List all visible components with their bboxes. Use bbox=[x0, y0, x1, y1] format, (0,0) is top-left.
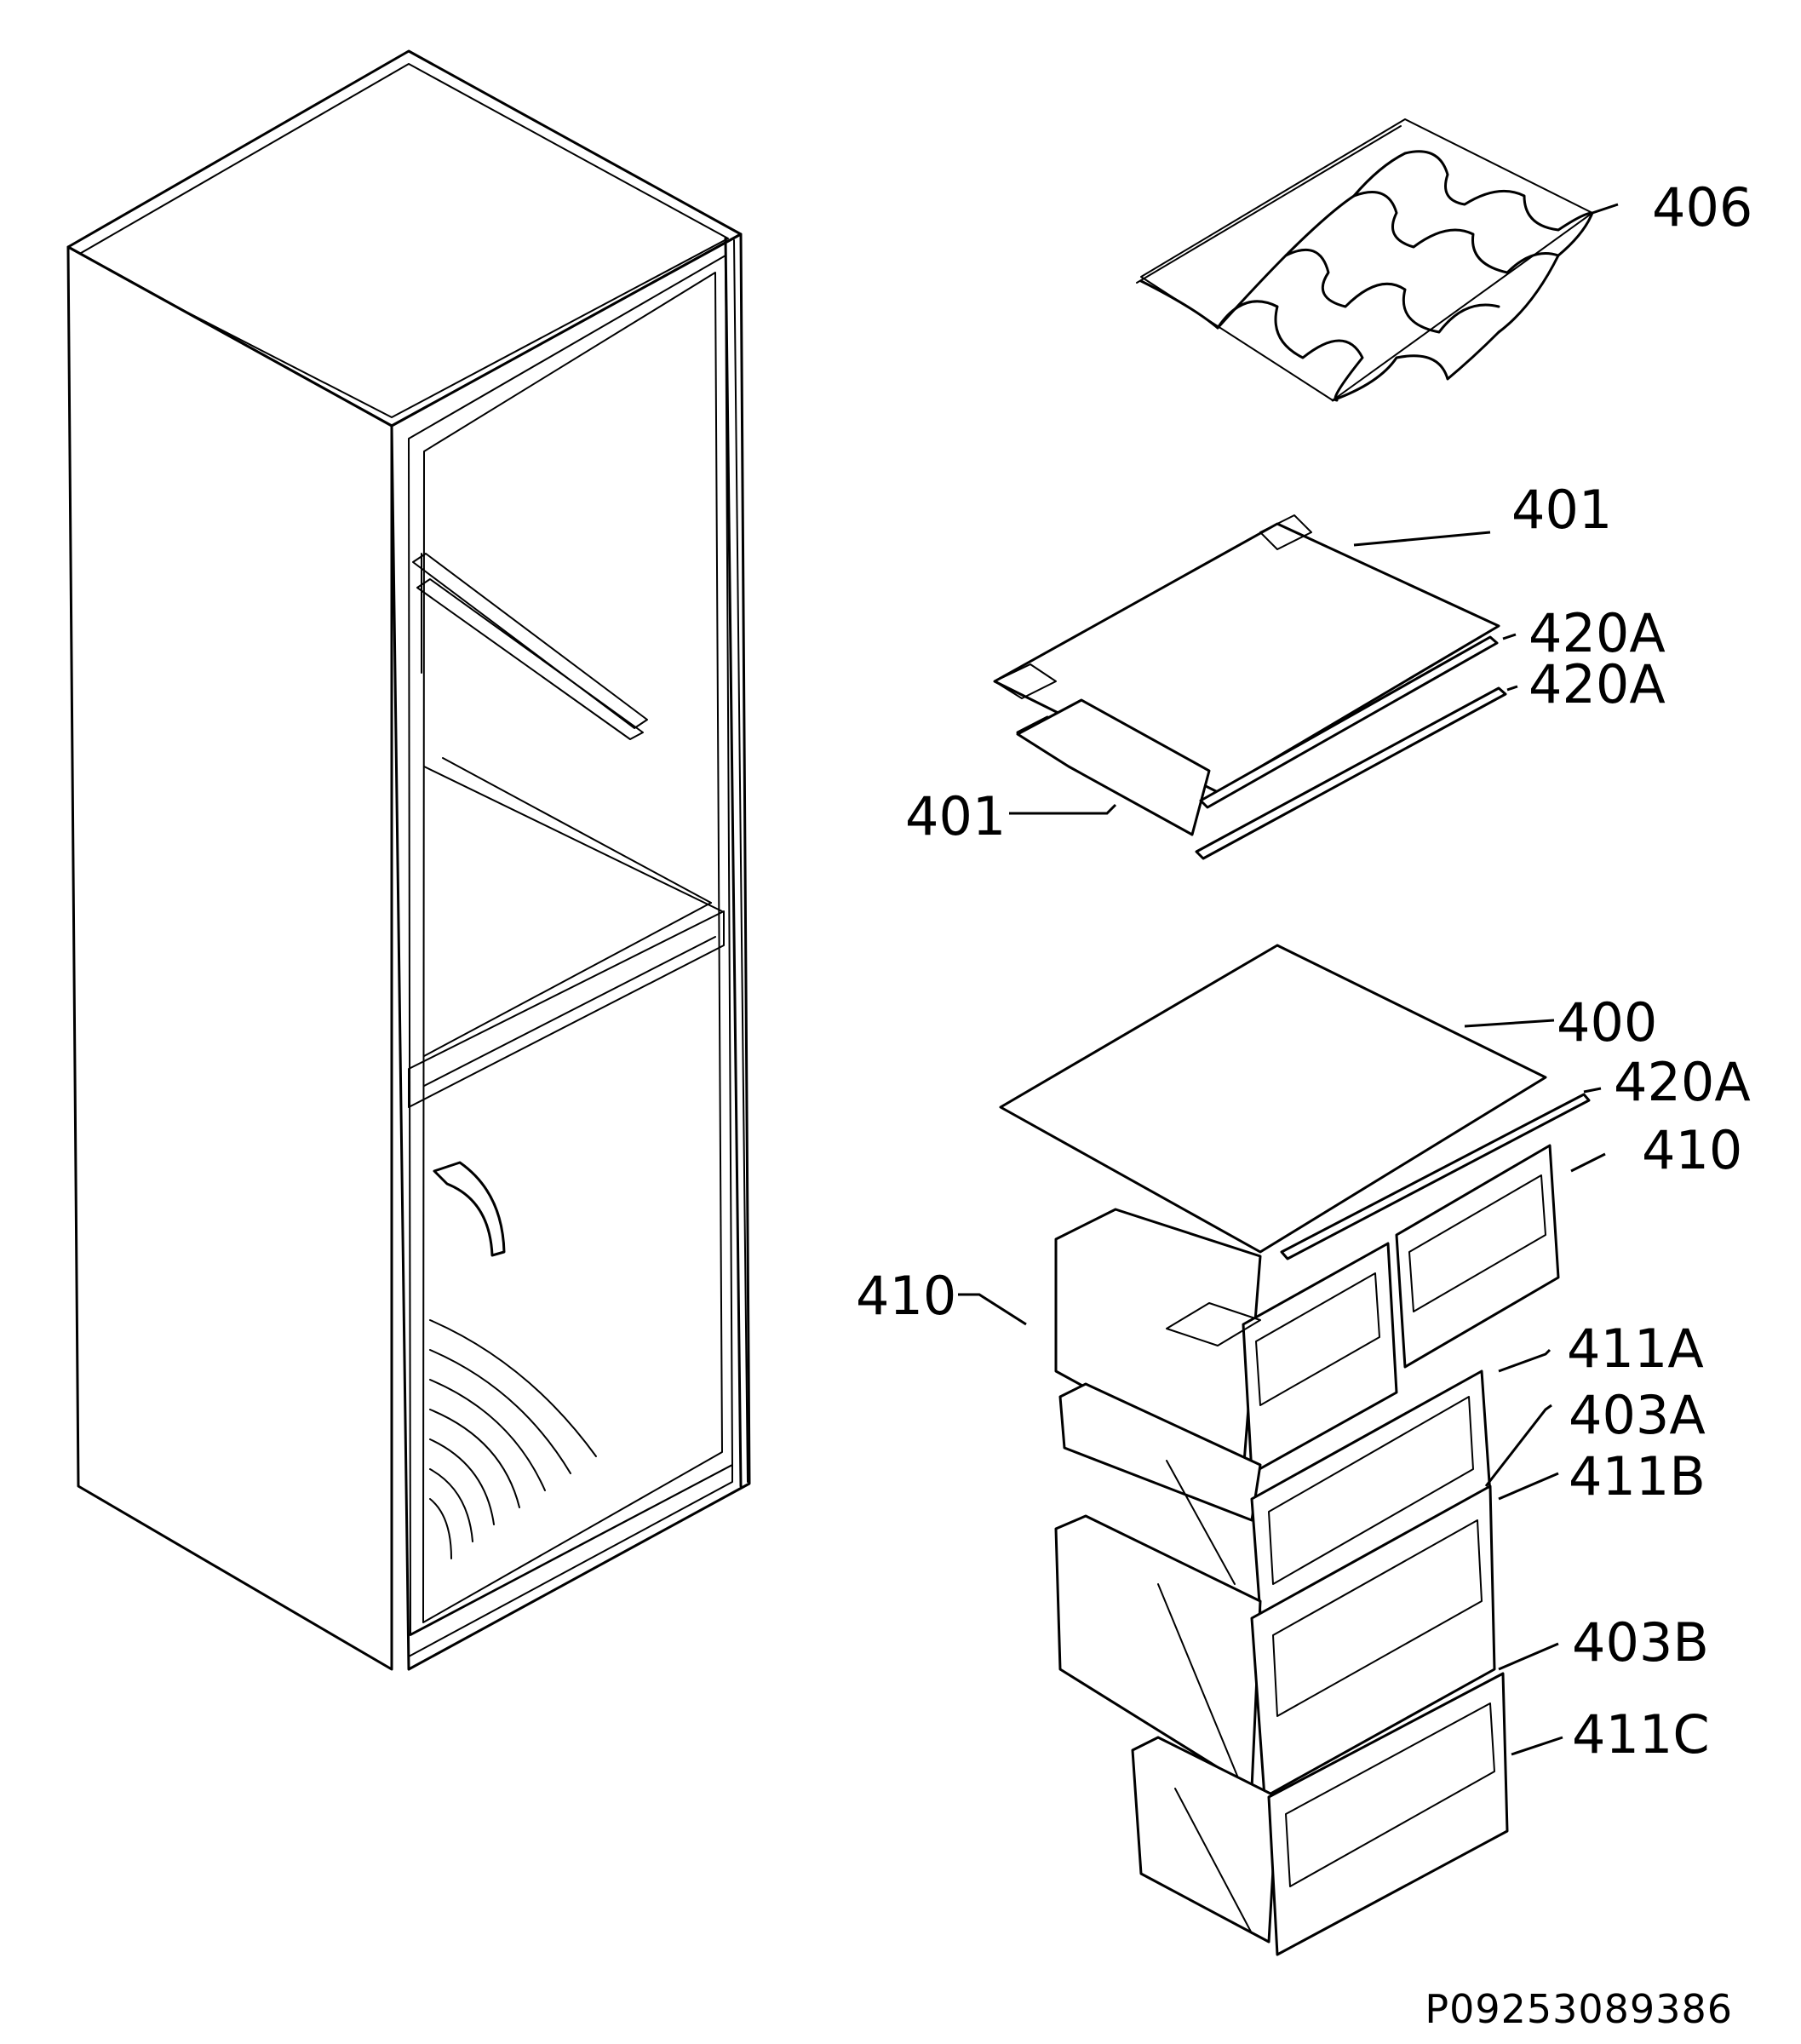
glass-shelf-401-bottom bbox=[1016, 698, 1211, 836]
drawer-411B bbox=[1054, 1484, 1496, 1799]
callout-420A-1: 420A bbox=[1529, 602, 1666, 664]
wine-rack-406 bbox=[1136, 118, 1619, 402]
drawer-411A bbox=[1058, 1369, 1492, 1616]
shelf-trim-420A bbox=[1195, 635, 1507, 860]
drawer-410-left bbox=[1054, 1208, 1398, 1475]
callout-labels: 406 401 420A 420A 401 400 420A 410 410 4… bbox=[856, 176, 1752, 1766]
floor-ribs bbox=[429, 1319, 597, 1559]
callout-401-top: 401 bbox=[1511, 479, 1612, 541]
callout-420A-2: 420A bbox=[1529, 653, 1666, 715]
crisper-cover-400 bbox=[999, 944, 1591, 1260]
callout-410-right: 410 bbox=[1642, 1119, 1742, 1181]
drawer-410-right bbox=[1395, 1144, 1560, 1369]
callout-420A-3: 420A bbox=[1614, 1051, 1751, 1113]
drawer-411C bbox=[1131, 1672, 1509, 1956]
callout-403B: 403B bbox=[1572, 1611, 1709, 1674]
callout-401-bottom: 401 bbox=[905, 785, 1006, 847]
callout-403A: 403A bbox=[1569, 1384, 1706, 1446]
callout-410-left: 410 bbox=[856, 1265, 956, 1327]
callout-411C: 411C bbox=[1572, 1703, 1710, 1766]
leader-lines bbox=[958, 531, 1606, 1756]
callout-400: 400 bbox=[1557, 991, 1657, 1054]
callout-406: 406 bbox=[1652, 176, 1752, 238]
document-number: P09253089386 bbox=[1425, 1986, 1733, 2032]
refrigerator-cabinet bbox=[66, 49, 751, 1671]
callout-411A: 411A bbox=[1567, 1318, 1704, 1380]
callout-411B: 411B bbox=[1569, 1445, 1706, 1507]
